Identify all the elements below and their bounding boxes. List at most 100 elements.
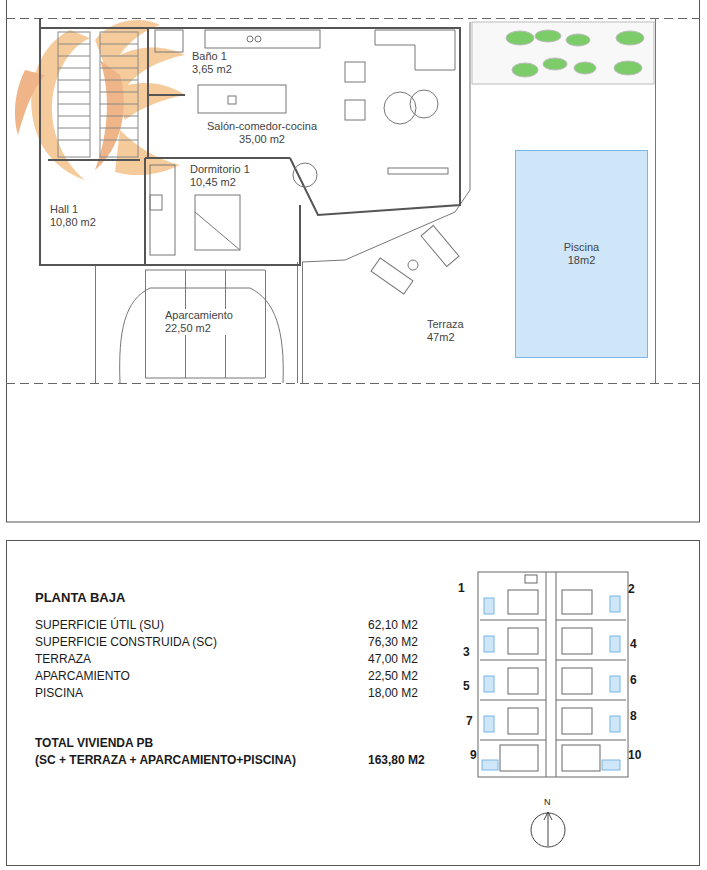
site-pool bbox=[484, 716, 494, 732]
furniture bbox=[345, 100, 365, 120]
furniture bbox=[120, 30, 459, 383]
room-box: Terraza47m2 bbox=[426, 318, 465, 344]
staircase bbox=[58, 104, 90, 105]
callout-number: 9 bbox=[470, 748, 477, 762]
table-cell: SUPERFICIE ÚTIL (SU) bbox=[35, 618, 164, 632]
site-plan bbox=[480, 620, 546, 621]
site-plan bbox=[562, 708, 592, 734]
staircase bbox=[58, 44, 90, 45]
table-total: TOTAL VIVIENDA PB bbox=[35, 736, 153, 750]
table-total: (SC + TERRAZA + APARCAMIENTO+PISCINA) bbox=[35, 753, 296, 767]
room-area: 47m2 bbox=[426, 331, 465, 344]
room-name: Hall 1 bbox=[49, 203, 97, 216]
callout-number: 7 bbox=[466, 714, 473, 728]
callout-number: 6 bbox=[630, 673, 637, 687]
site-pool bbox=[610, 716, 620, 732]
site-plan bbox=[480, 700, 546, 701]
furniture bbox=[265, 270, 266, 378]
planting bbox=[616, 31, 644, 45]
staircase bbox=[100, 140, 138, 141]
callout-number: 2 bbox=[628, 582, 635, 596]
staircase bbox=[58, 56, 90, 57]
site-plan bbox=[508, 590, 538, 614]
table-cell: APARCAMIENTO bbox=[35, 669, 130, 683]
furniture bbox=[205, 30, 320, 48]
furniture bbox=[345, 62, 365, 82]
table-cell: 62,10 M2 bbox=[368, 618, 418, 632]
site-plan bbox=[478, 572, 628, 777]
site-pool bbox=[602, 760, 620, 770]
callout-number: 5 bbox=[463, 679, 470, 693]
planting bbox=[472, 22, 654, 84]
site-plan bbox=[500, 745, 538, 771]
callout-number: 8 bbox=[630, 709, 637, 723]
wall bbox=[40, 18, 460, 265]
site-pool bbox=[610, 636, 620, 652]
site-pool bbox=[610, 596, 620, 612]
table-total: 163,80 M2 bbox=[368, 753, 425, 767]
plot-line bbox=[655, 18, 656, 383]
furniture bbox=[228, 96, 236, 104]
planting bbox=[512, 63, 538, 77]
staircase bbox=[58, 92, 90, 93]
staircase bbox=[100, 68, 138, 69]
north-arrow bbox=[544, 812, 552, 846]
site-plan bbox=[546, 572, 547, 777]
site-plan bbox=[478, 572, 628, 777]
callout-number: 1 bbox=[458, 581, 465, 595]
room-area: 10,80 m2 bbox=[49, 216, 97, 229]
staircase bbox=[58, 128, 90, 129]
furniture bbox=[247, 36, 253, 42]
table-cell: 76,30 M2 bbox=[368, 635, 418, 649]
site-pool bbox=[484, 636, 494, 652]
furniture bbox=[155, 30, 183, 52]
plot-line bbox=[302, 262, 303, 383]
staircase bbox=[100, 32, 138, 157]
site-pool bbox=[484, 598, 494, 614]
frame bbox=[7, 0, 700, 522]
staircase bbox=[58, 80, 90, 81]
room-box: Baño 13,65 m2 bbox=[191, 50, 233, 76]
staircase bbox=[58, 140, 90, 141]
site-pool bbox=[610, 676, 620, 692]
staircase bbox=[100, 104, 138, 105]
site-plan bbox=[562, 628, 592, 654]
staircase bbox=[100, 80, 138, 81]
site-plan bbox=[556, 660, 626, 661]
furniture bbox=[410, 90, 438, 118]
room-box: Hall 110,80 m2 bbox=[49, 203, 97, 229]
staircase bbox=[100, 56, 138, 57]
site-pool bbox=[484, 676, 494, 692]
site-plan bbox=[525, 575, 537, 583]
furniture bbox=[255, 36, 261, 42]
site-plan bbox=[556, 700, 626, 701]
site-plan bbox=[480, 660, 546, 661]
plot-line bbox=[297, 262, 298, 383]
frame bbox=[7, 541, 700, 866]
wall bbox=[48, 159, 140, 161]
plot-boundary bbox=[6, 383, 700, 384]
plot-line bbox=[96, 18, 656, 383]
site-plan bbox=[556, 572, 557, 777]
room-name: Aparcamiento bbox=[164, 309, 234, 322]
plot-line bbox=[302, 22, 470, 262]
frame bbox=[7, 0, 700, 866]
callout-number: 3 bbox=[463, 645, 470, 659]
table-cell: PISCINA bbox=[35, 686, 83, 700]
site-plan bbox=[508, 708, 538, 734]
furniture bbox=[371, 258, 413, 294]
furniture bbox=[145, 270, 265, 271]
room-area: 18m2 bbox=[567, 254, 597, 267]
table-cell: 22,50 M2 bbox=[368, 669, 418, 683]
planting bbox=[574, 62, 596, 74]
planting bbox=[535, 30, 561, 42]
furniture bbox=[388, 168, 448, 174]
wall bbox=[148, 94, 185, 96]
staircase bbox=[100, 92, 138, 93]
north-arrow bbox=[531, 813, 565, 847]
north-label: N bbox=[544, 797, 551, 808]
room-name: Terraza bbox=[426, 318, 465, 331]
table-cell: TERRAZA bbox=[35, 652, 91, 666]
room-area: 35,00 m2 bbox=[206, 133, 318, 146]
